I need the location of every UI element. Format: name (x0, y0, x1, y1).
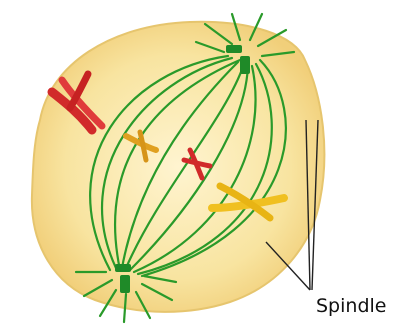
cell-membrane (32, 22, 324, 312)
spindle-label: Spindle (316, 295, 386, 317)
